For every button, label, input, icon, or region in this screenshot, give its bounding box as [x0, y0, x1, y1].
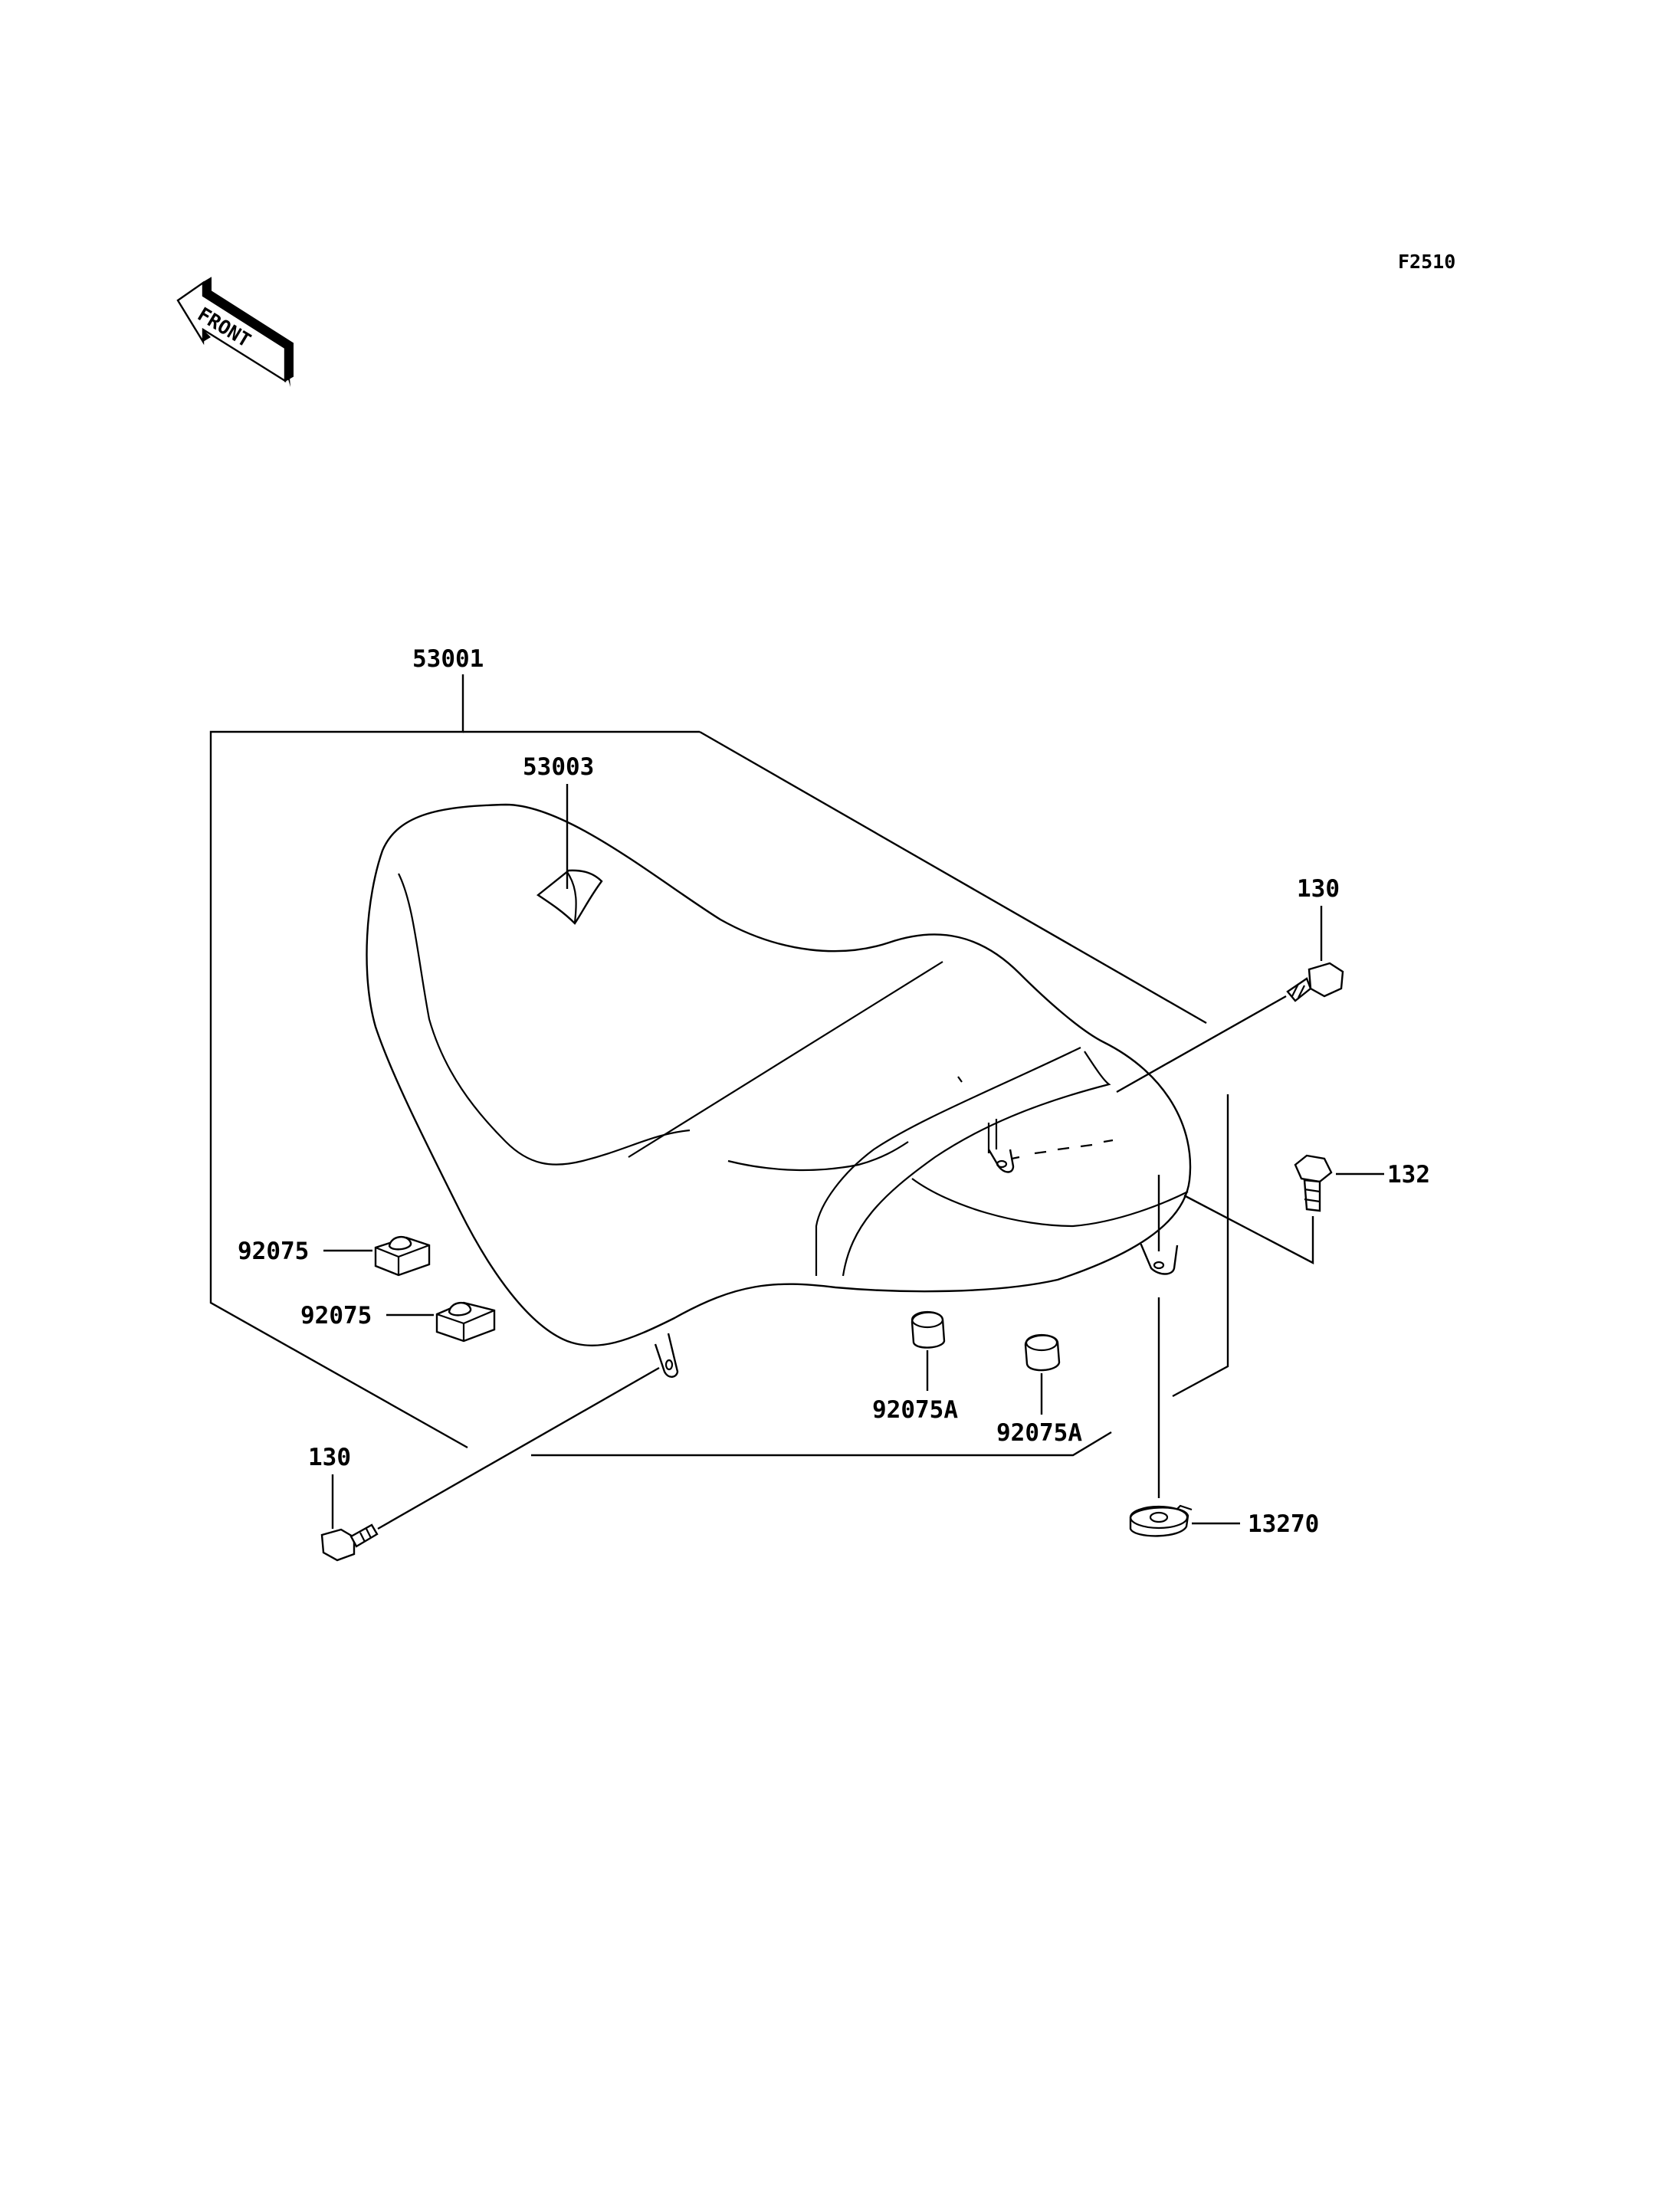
figure-code: F2510: [1398, 251, 1455, 273]
bolt-130-front-icon: [320, 1523, 379, 1562]
damper-92075a-1-icon: [911, 1310, 946, 1349]
damper-92075-2-icon: [435, 1301, 496, 1343]
label-13270: 13270: [1248, 1510, 1319, 1538]
label-130-front: 130: [308, 1444, 351, 1471]
front-arrow-icon: FRONT: [176, 277, 294, 387]
leader-130-rear: [1116, 995, 1287, 1094]
label-92075a-1: 92075A: [872, 1396, 958, 1424]
bolt-132-icon: [1294, 1154, 1333, 1212]
label-53003: 53003: [523, 753, 594, 781]
label-92075-2: 92075: [300, 1302, 372, 1330]
label-130-rear: 130: [1297, 875, 1340, 903]
label-53001: 53001: [412, 645, 484, 673]
label-92075-1: 92075: [238, 1238, 309, 1265]
leader-130-front: [377, 1366, 660, 1530]
bolt-130-rear-icon: [1286, 962, 1344, 1002]
collar-13270-icon: [1129, 1504, 1193, 1537]
label-92075a-2: 92075A: [996, 1419, 1082, 1447]
damper-92075-1-icon: [374, 1236, 431, 1277]
seat-drawing: [366, 803, 1192, 1378]
damper-92075a-2-icon: [1024, 1333, 1061, 1372]
seat-assembly-bracket: [209, 674, 1229, 1457]
label-132: 132: [1387, 1161, 1430, 1189]
